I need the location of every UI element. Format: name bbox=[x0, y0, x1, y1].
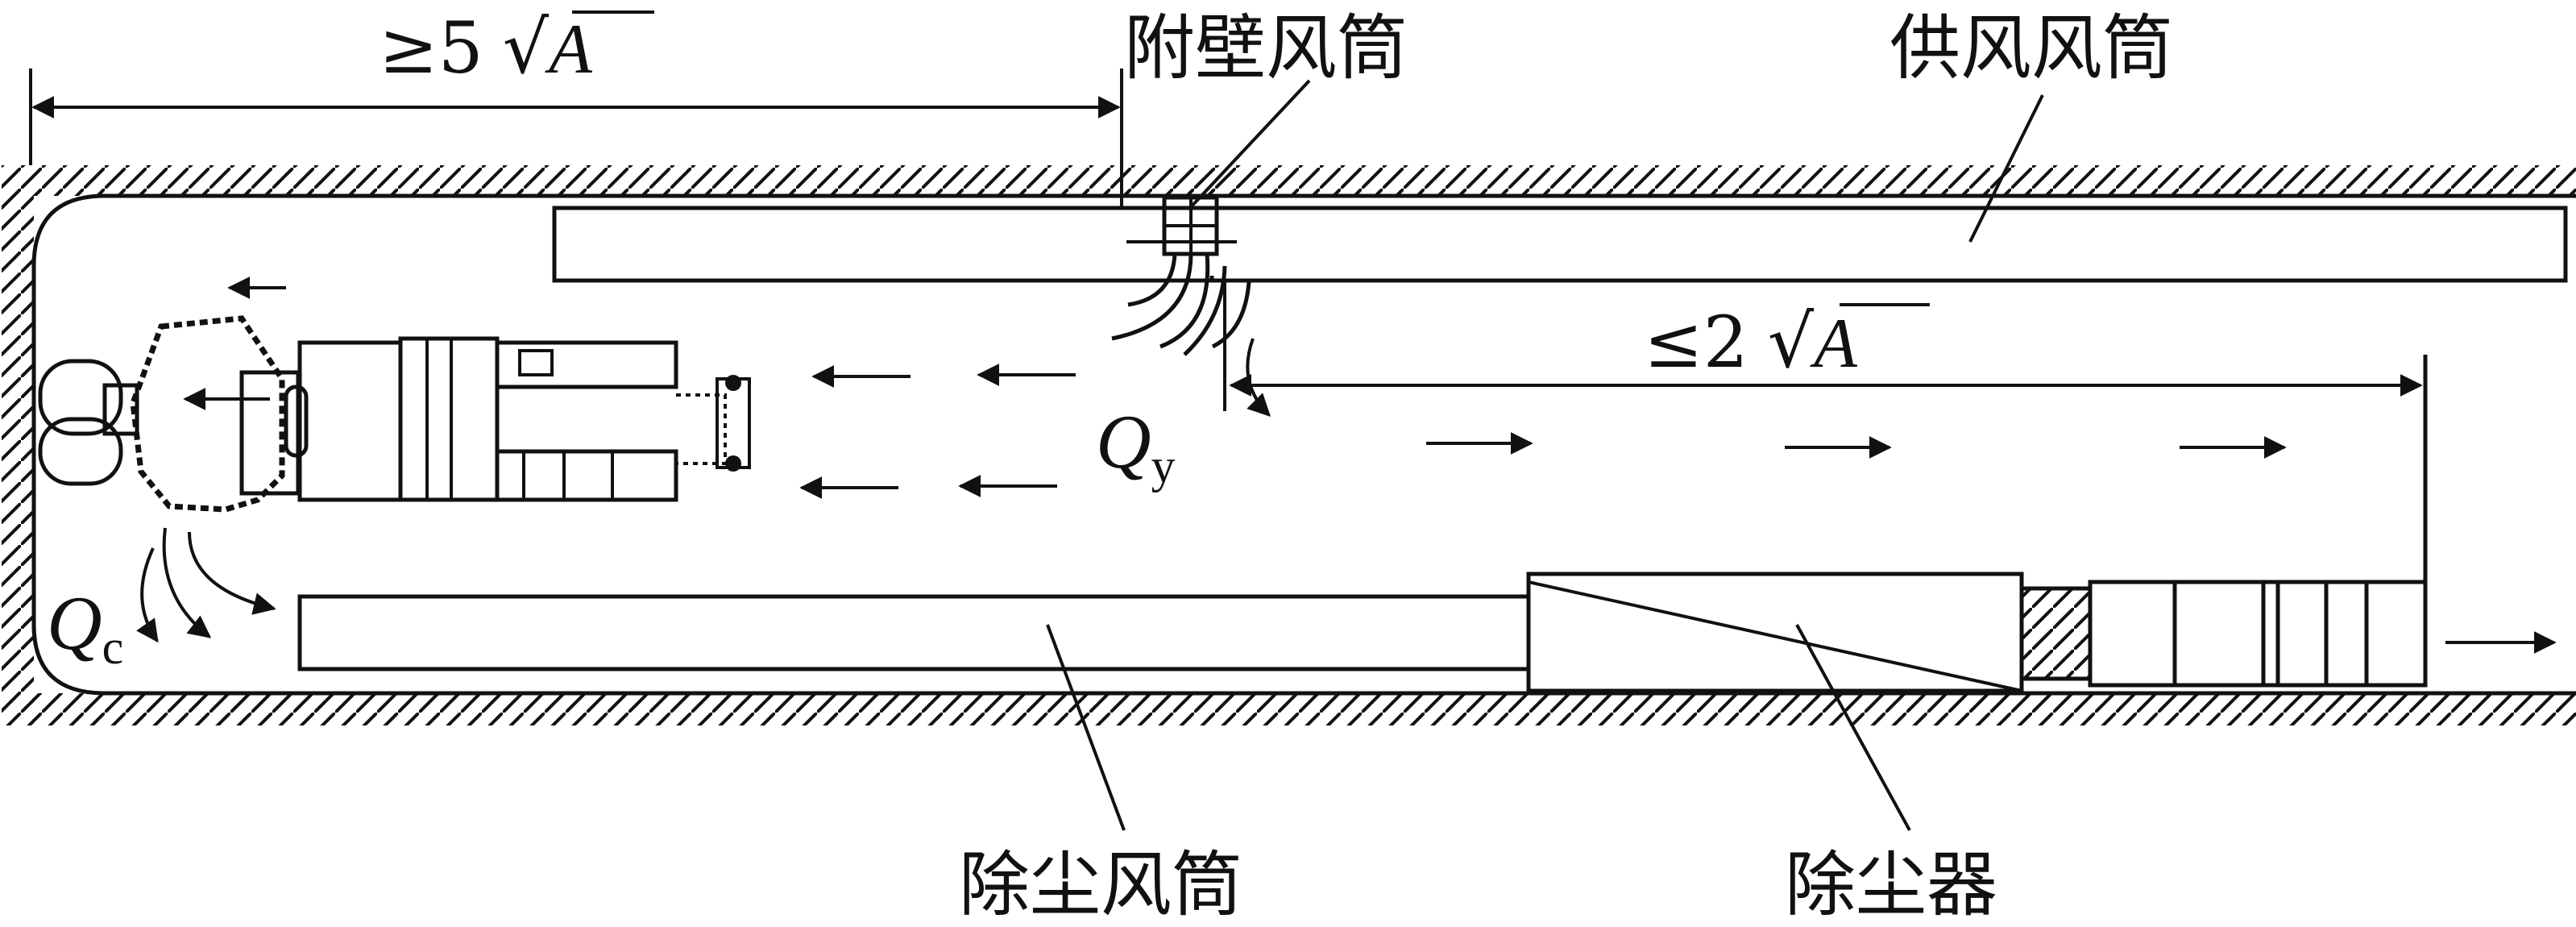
dust-collector-device bbox=[1526, 572, 2428, 693]
flow-arrows-right bbox=[1426, 432, 2557, 654]
top-wall-hatch-icon bbox=[32, 165, 2576, 196]
tunnel-walls bbox=[2, 165, 2576, 725]
dimension-left: ≥5√A bbox=[29, 6, 1123, 208]
wall-duct-label: 附壁风筒 bbox=[1124, 6, 1408, 89]
tunnel-outline bbox=[31, 193, 2576, 696]
flow-arrows-left bbox=[183, 276, 1076, 499]
dimension-left-label: ≥5√A bbox=[379, 6, 593, 90]
swirl-arrow-icon bbox=[1246, 338, 1271, 417]
wall-duct-device bbox=[1111, 195, 1251, 356]
dust-duct-label: 除尘风筒 bbox=[959, 843, 1242, 926]
supply-duct-label: 供风风筒 bbox=[1889, 6, 2173, 89]
qy-label: Qy bbox=[1096, 399, 1176, 493]
bottom-wall-hatch-icon bbox=[32, 693, 2576, 725]
supply-duct bbox=[552, 206, 2568, 283]
dust-duct bbox=[297, 594, 1531, 671]
swirl-arrow-icon bbox=[136, 547, 159, 643]
qc-label: Qc bbox=[47, 580, 123, 674]
label-leaders bbox=[1046, 79, 2044, 831]
dimension-right-label: ≤2√A bbox=[1644, 300, 1858, 385]
roadheader-icon bbox=[38, 315, 751, 513]
face-swirl-arrows bbox=[136, 338, 1271, 643]
filter-section-icon bbox=[2019, 586, 2093, 681]
dimension-right: ≤2√A bbox=[1223, 282, 2427, 411]
dust-collector-label: 除尘器 bbox=[1785, 843, 1997, 926]
face-wall-hatch-icon bbox=[2, 165, 34, 725]
swirl-arrow-icon bbox=[188, 531, 276, 615]
swirl-arrow-icon bbox=[162, 527, 212, 638]
